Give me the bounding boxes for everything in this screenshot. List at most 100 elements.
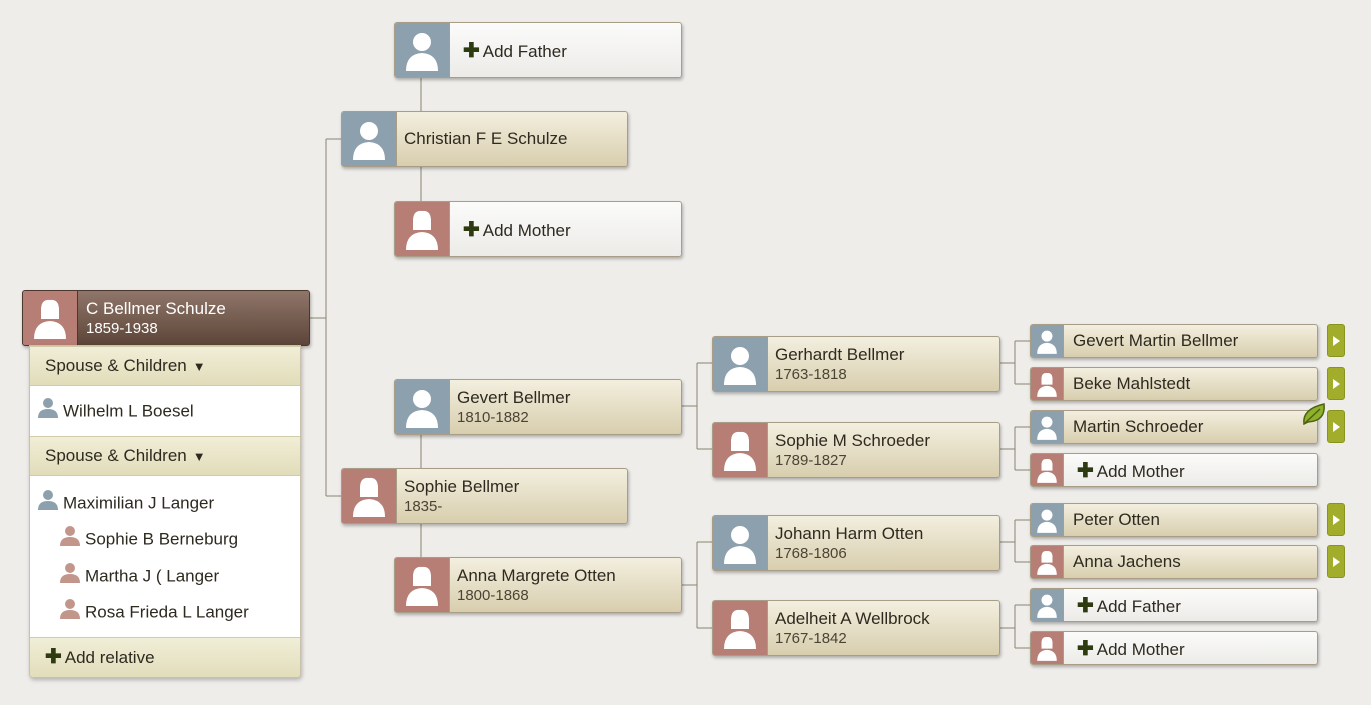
add-father-label: Add Father — [1096, 596, 1181, 616]
gen5-card[interactable]: Gevert Martin Bellmer — [1030, 324, 1318, 358]
plus-icon: ✚ — [45, 646, 62, 668]
mother-card[interactable]: Sophie Bellmer 1835- — [341, 468, 628, 524]
plus-icon: ✚ — [463, 39, 480, 62]
person-name: Beke Mahlstedt — [1073, 374, 1191, 393]
grandfather-card[interactable]: Gevert Bellmer 1810-1882 — [394, 379, 682, 435]
caret-down-icon: ▼ — [192, 359, 206, 374]
person-name: Gevert Bellmer — [457, 388, 571, 407]
add-father-box[interactable]: ✚Add Father — [394, 22, 682, 78]
male-silhouette-icon — [713, 337, 768, 391]
female-person-icon — [59, 597, 81, 629]
male-silhouette-icon — [1031, 411, 1064, 443]
spouse-name: Maximilian J Langer — [63, 493, 215, 513]
child-name: Rosa Frieda L Langer — [85, 602, 249, 622]
person-name: Christian F E Schulze — [404, 129, 568, 148]
female-silhouette-icon — [713, 423, 768, 477]
female-silhouette-icon — [1031, 368, 1064, 400]
person-dates: 1859-1938 — [86, 320, 158, 337]
male-person-icon — [37, 396, 59, 428]
gen5-card[interactable]: Beke Mahlstedt — [1030, 367, 1318, 401]
person-name: Sophie Bellmer — [404, 477, 520, 496]
person-name: Anna Jachens — [1073, 552, 1181, 571]
spouse-row[interactable]: Wilhelm L Boesel — [37, 396, 300, 426]
plus-icon: ✚ — [1077, 594, 1094, 617]
child-row[interactable]: Martha J ( Langer — [59, 561, 300, 591]
spouse-children-label: Spouse & Children — [45, 446, 187, 465]
gen5-card[interactable]: Peter Otten — [1030, 503, 1318, 537]
father-card[interactable]: Christian F E Schulze — [341, 111, 628, 167]
female-silhouette-icon — [713, 601, 768, 655]
grandmother-card[interactable]: Anna Margrete Otten 1800-1868 — [394, 557, 682, 613]
expand-arrow-button[interactable] — [1327, 545, 1345, 578]
spouse-children-label: Spouse & Children — [45, 356, 187, 375]
add-relative-button[interactable]: ✚Add relative — [30, 637, 300, 677]
female-person-icon — [59, 524, 81, 556]
person-name: Martin Schroeder — [1073, 417, 1204, 436]
add-relative-label: Add relative — [64, 648, 155, 667]
spouse-children-dropdown[interactable]: Spouse & Children ▼ — [30, 346, 300, 386]
gen5-add-father-box[interactable]: ✚Add Father — [1030, 588, 1318, 622]
person-name: Adelheit A Wellbrock — [775, 609, 930, 628]
add-mother-label: Add Mother — [482, 220, 571, 240]
female-silhouette-icon — [1031, 632, 1064, 664]
female-silhouette-icon — [1031, 546, 1064, 578]
male-silhouette-icon — [1031, 504, 1064, 536]
female-silhouette-icon — [342, 469, 397, 523]
male-silhouette-icon — [1031, 325, 1064, 357]
person-name: Johann Harm Otten — [775, 524, 924, 543]
male-silhouette-icon — [1031, 589, 1064, 621]
person-name: Sophie M Schroeder — [775, 431, 930, 450]
expand-arrow-button[interactable] — [1327, 367, 1345, 400]
expand-arrow-button[interactable] — [1327, 324, 1345, 357]
male-silhouette-icon — [395, 23, 450, 77]
plus-icon: ✚ — [463, 218, 480, 241]
person-name: C Bellmer Schulze — [86, 299, 226, 318]
spouse-name: Wilhelm L Boesel — [63, 401, 194, 421]
great-grandparent-card[interactable]: Johann Harm Otten 1768-1806 — [712, 515, 1000, 571]
female-silhouette-icon — [395, 202, 450, 256]
add-mother-label: Add Mother — [1096, 461, 1185, 481]
gen5-add-mother-box[interactable]: ✚Add Mother — [1030, 453, 1318, 487]
person-dates: 1767-1842 — [775, 630, 847, 647]
add-mother-box[interactable]: ✚Add Mother — [394, 201, 682, 257]
male-person-icon — [37, 488, 59, 520]
great-grandparent-card[interactable]: Sophie M Schroeder 1789-1827 — [712, 422, 1000, 478]
plus-icon: ✚ — [1077, 459, 1094, 482]
person-dates: 1768-1806 — [775, 545, 847, 562]
female-silhouette-icon — [1031, 454, 1064, 486]
person-dates: 1810-1882 — [457, 409, 529, 426]
family-panel: Spouse & Children ▼ Wilhelm L Boesel Spou… — [29, 345, 301, 678]
person-dates: 1800-1868 — [457, 587, 529, 604]
spouse-children-dropdown[interactable]: Spouse & Children▼ — [30, 436, 300, 476]
female-silhouette-icon — [23, 291, 78, 345]
gen5-card[interactable]: Martin Schroeder — [1030, 410, 1318, 444]
person-name: Anna Margrete Otten — [457, 566, 616, 585]
child-name: Sophie B Berneburg — [85, 529, 239, 549]
male-silhouette-icon — [395, 380, 450, 434]
person-dates: 1763-1818 — [775, 366, 847, 383]
person-name: Peter Otten — [1073, 510, 1160, 529]
person-name: Gevert Martin Bellmer — [1073, 331, 1239, 350]
add-father-label: Add Father — [482, 41, 567, 61]
gen5-add-mother-box[interactable]: ✚Add Mother — [1030, 631, 1318, 665]
expand-arrow-button[interactable] — [1327, 503, 1345, 536]
person-name: Gerhardt Bellmer — [775, 345, 905, 364]
great-grandparent-card[interactable]: Adelheit A Wellbrock 1767-1842 — [712, 600, 1000, 656]
great-grandparent-card[interactable]: Gerhardt Bellmer 1763-1818 — [712, 336, 1000, 392]
plus-icon: ✚ — [1077, 637, 1094, 660]
add-mother-label: Add Mother — [1096, 639, 1185, 659]
person-dates: 1835- — [404, 498, 443, 515]
male-silhouette-icon — [713, 516, 768, 570]
person-dates: 1789-1827 — [775, 452, 847, 469]
root-person-card[interactable]: C Bellmer Schulze 1859-1938 — [22, 290, 310, 346]
spouse-row[interactable]: Maximilian J Langer — [37, 488, 300, 518]
child-name: Martha J ( Langer — [85, 566, 220, 586]
expand-arrow-button[interactable] — [1327, 410, 1345, 443]
male-silhouette-icon — [342, 112, 397, 166]
leaf-hint-icon[interactable] — [1300, 401, 1328, 432]
gen5-card[interactable]: Anna Jachens — [1030, 545, 1318, 579]
child-row[interactable]: Sophie B Berneburg — [59, 524, 300, 554]
child-row[interactable]: Rosa Frieda L Langer — [59, 597, 300, 627]
